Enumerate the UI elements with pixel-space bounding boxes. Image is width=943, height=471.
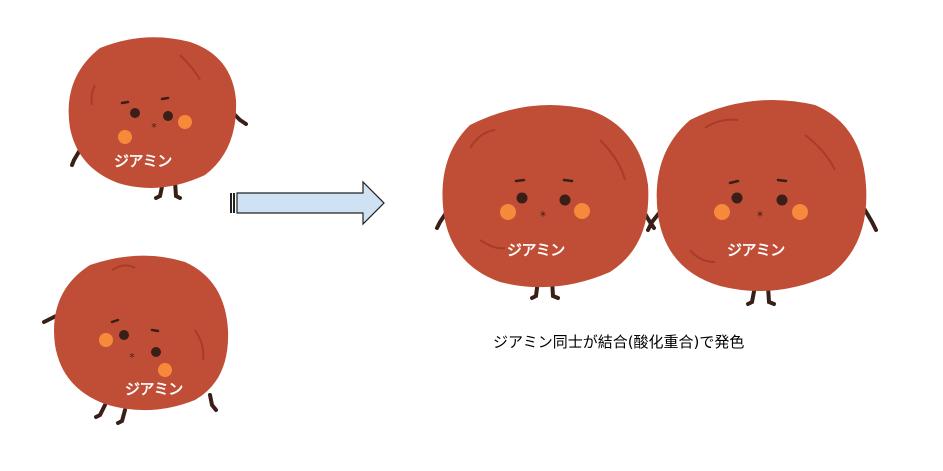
right-leg: [116, 408, 127, 425]
blob-body: [442, 105, 649, 288]
eye: [130, 108, 140, 118]
blob-body: [54, 255, 229, 411]
reaction-caption: ジアミン同士が結合(酸化重合)で発色: [493, 333, 745, 351]
diamine-label-top-left: ジアミン: [114, 152, 172, 170]
right-arm: [208, 393, 218, 412]
eyebrow: [728, 179, 740, 185]
cheek: [158, 363, 172, 377]
eye: [731, 192, 743, 204]
diamine-character-pair-left: *: [435, 105, 656, 300]
blob-body: [68, 37, 237, 188]
blob-body: [656, 100, 867, 292]
diamine-label-bottom-left: ジアミン: [125, 380, 183, 398]
right-arm: [863, 208, 878, 232]
eye: [151, 347, 161, 357]
arrow-tail-stripe: [233, 193, 235, 213]
cheek: [574, 203, 590, 219]
left-arm: [70, 148, 82, 167]
eye: [559, 194, 571, 206]
mouth-mark: *: [129, 351, 135, 364]
eyebrow: [150, 328, 160, 333]
left-leg: [94, 403, 107, 419]
mouth-mark: *: [151, 121, 157, 134]
body-texture: [90, 84, 96, 106]
diamine-label-pair-right: ジアミン: [727, 241, 785, 259]
body-texture: [469, 129, 496, 149]
body-texture: [689, 249, 716, 263]
left-arm: [646, 210, 662, 232]
left-arm: [42, 313, 60, 324]
body-texture: [179, 54, 201, 81]
arrow-tail-stripe: [230, 193, 232, 213]
eyebrow: [562, 178, 574, 183]
eyebrow: [160, 96, 170, 101]
cheek: [792, 204, 808, 220]
eye: [776, 194, 788, 206]
cheek: [500, 204, 516, 220]
eyebrow: [514, 178, 526, 183]
left-leg: [746, 284, 757, 306]
cheek: [99, 333, 113, 347]
eyebrow: [110, 318, 120, 324]
body-texture: [704, 118, 739, 129]
eye: [163, 111, 173, 121]
body-texture: [479, 239, 506, 250]
arrow-body: [236, 180, 385, 226]
diamine-character-bottom-left: *: [42, 255, 229, 425]
eyebrow: [120, 100, 130, 105]
body-texture: [804, 134, 836, 171]
mouth-mark: *: [757, 209, 763, 223]
diamine-label-pair-left: ジアミン: [507, 241, 565, 259]
eye: [119, 330, 129, 340]
cheek: [118, 130, 132, 144]
body-texture: [599, 139, 626, 181]
reaction-arrow: [230, 180, 385, 226]
right-leg: [173, 180, 182, 200]
body-texture: [194, 329, 205, 361]
cheek: [714, 204, 730, 220]
eye: [516, 192, 528, 204]
mouth-mark: *: [540, 209, 546, 223]
right-leg: [766, 284, 776, 306]
cheek: [178, 115, 192, 129]
diamine-character-top-left: *: [68, 37, 248, 200]
diamine-character-pair-right: *: [646, 100, 878, 306]
eyebrow: [776, 178, 788, 183]
body-texture: [111, 264, 136, 271]
